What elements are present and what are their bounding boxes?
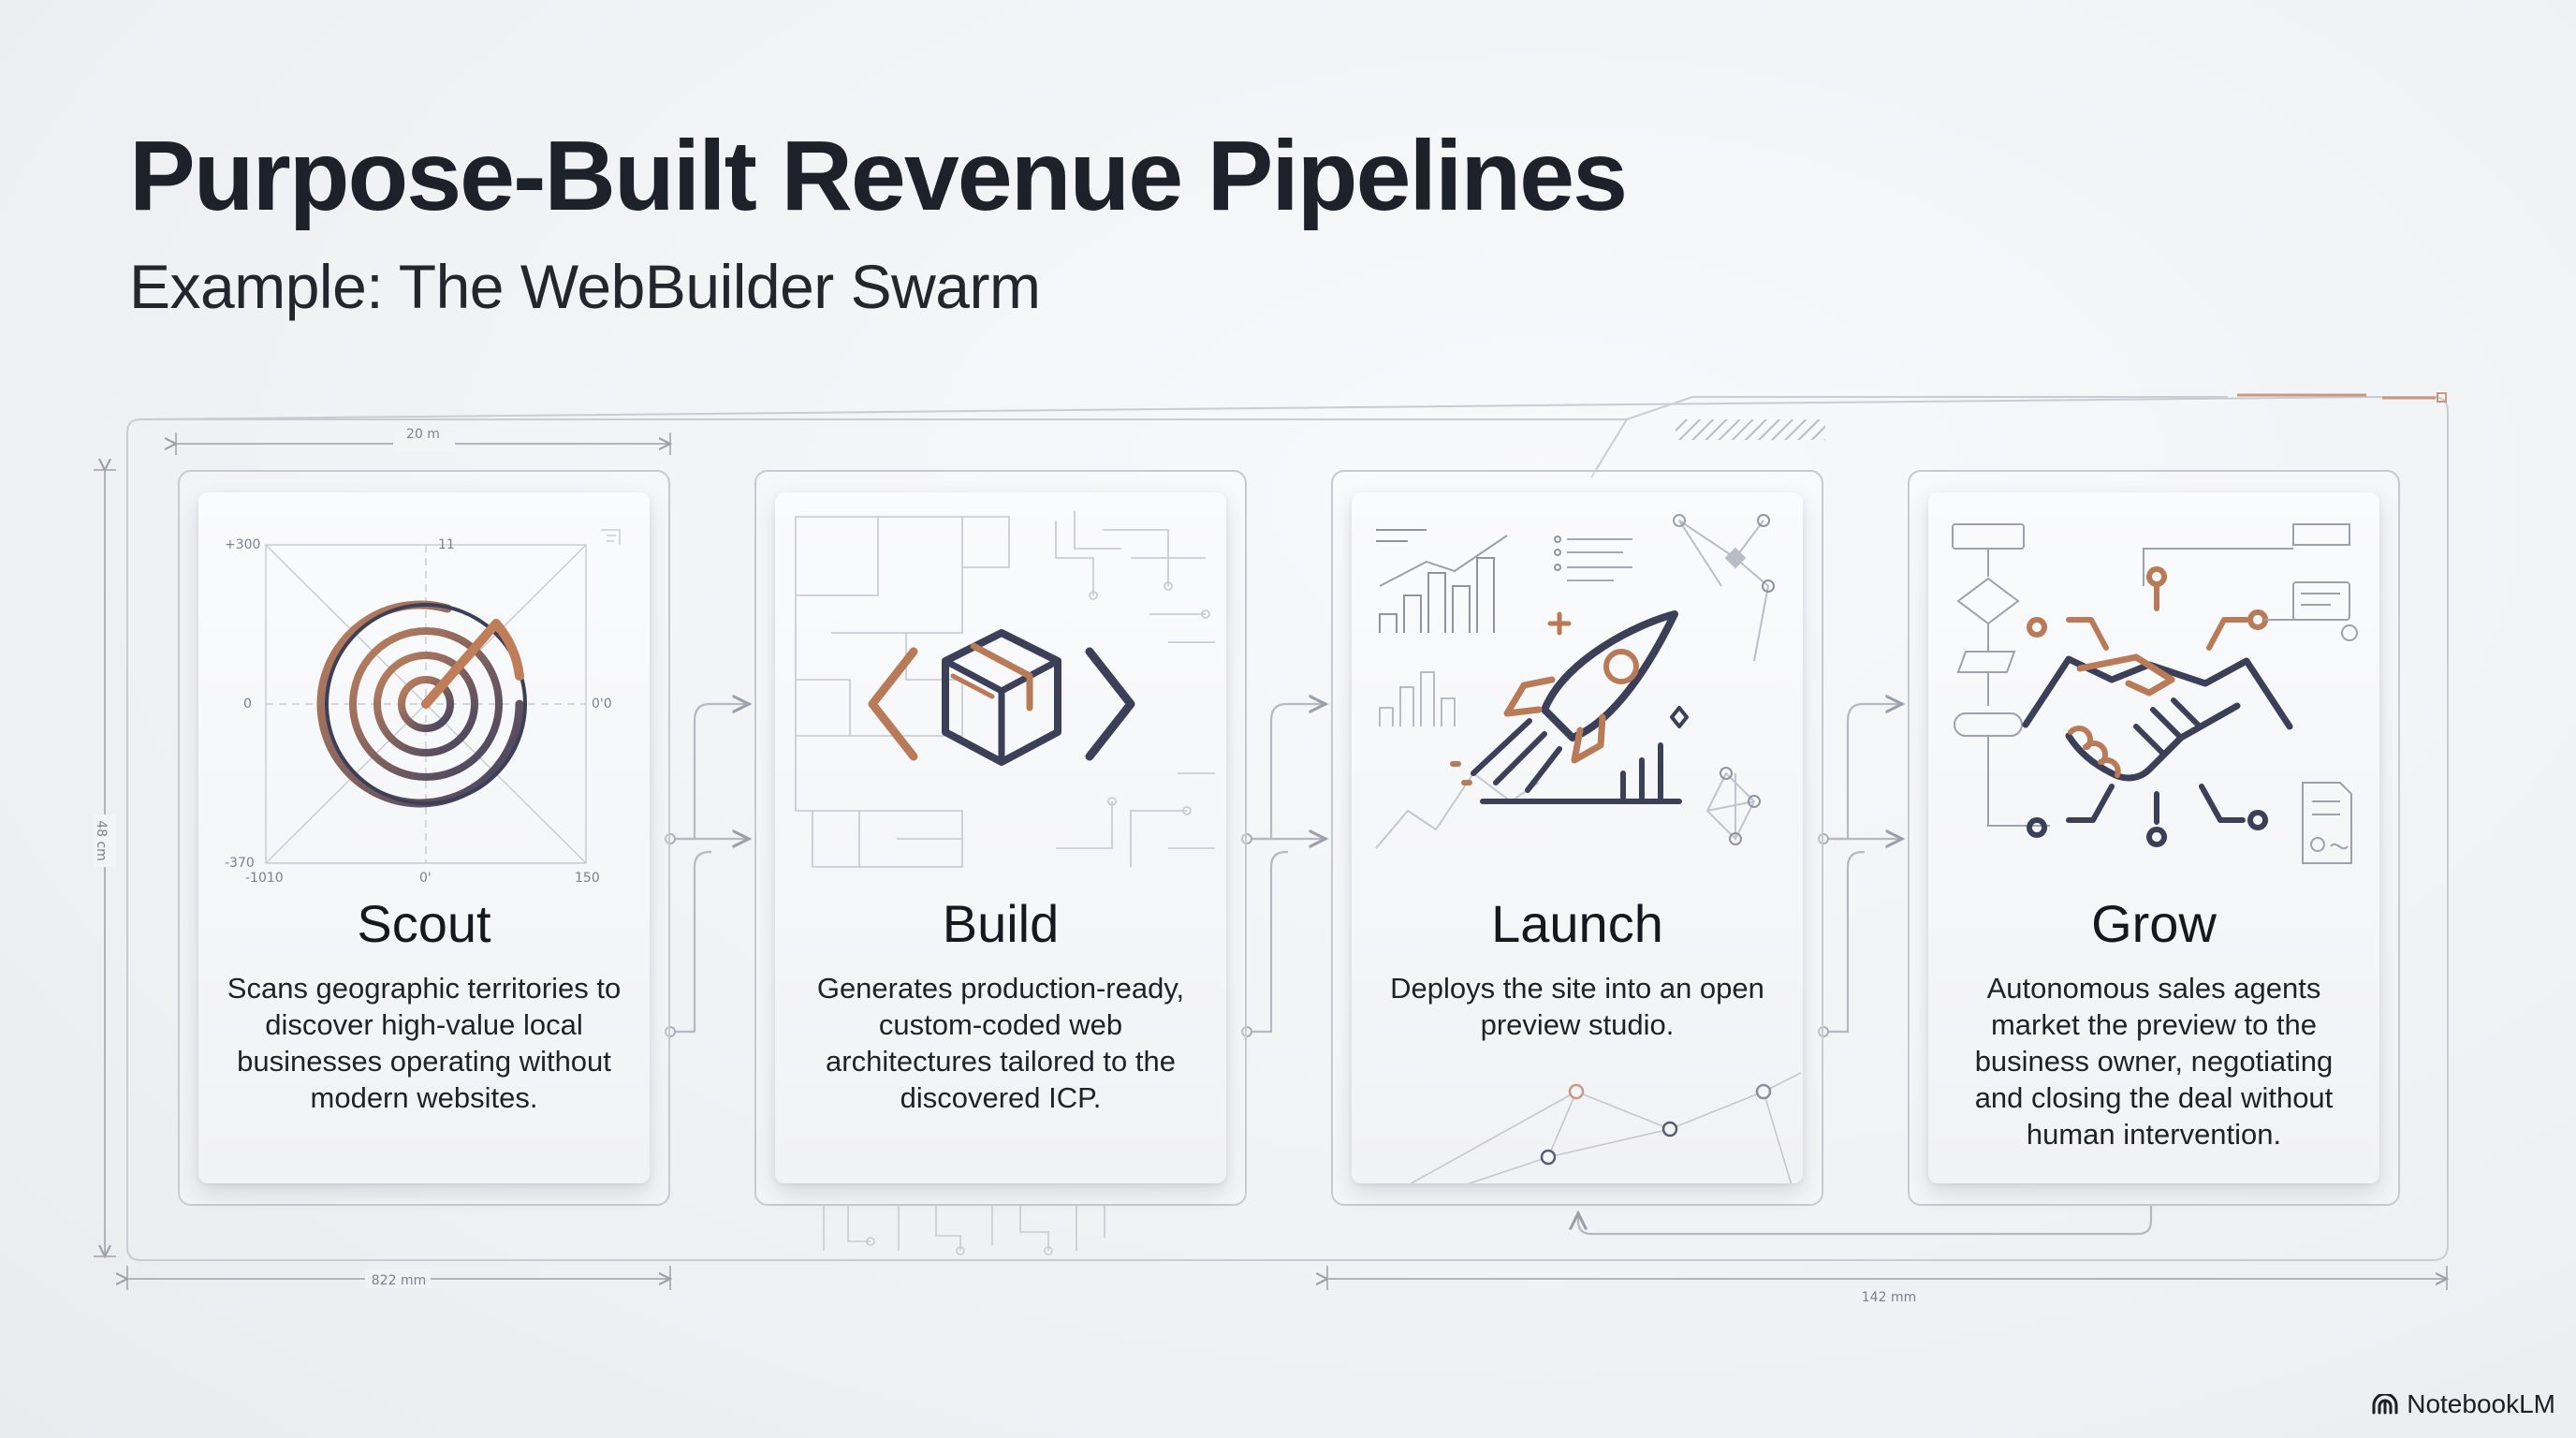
scout-axis-right-mid: 0'0 bbox=[592, 697, 612, 712]
build-illustration bbox=[795, 511, 1215, 868]
stage-desc-launch: Deploys the site into an open preview st… bbox=[1390, 972, 1764, 1041]
stage-card-launch: Launch Deploys the site into an open pre… bbox=[1331, 470, 1823, 1206]
stage-desc-grow: Autonomous sales agents market the previ… bbox=[1974, 972, 2334, 1151]
launch-illustration bbox=[1375, 514, 1775, 849]
stage-title-grow: Grow bbox=[2091, 894, 2217, 953]
stage-title-build: Build bbox=[942, 894, 1060, 953]
stage-card-scout: +300 0 -370 -1010 0' 150 0'0 11 Scout Sc… bbox=[178, 470, 670, 1206]
scout-axis-y-bottom: -370 bbox=[225, 856, 255, 871]
radar-target-icon bbox=[316, 600, 527, 808]
dimension-left: 48 cm bbox=[94, 820, 109, 861]
scout-axis-y-top: +300 bbox=[225, 537, 260, 552]
scout-axis-top-mark: 11 bbox=[438, 537, 455, 552]
stage-title-scout: Scout bbox=[357, 894, 491, 953]
stage-desc-scout: Scans geographic territories to discover… bbox=[227, 972, 622, 1114]
page-title: Purpose-Built Revenue Pipelines bbox=[129, 121, 1628, 231]
dimension-bottom-left: 822 mm bbox=[372, 1273, 426, 1288]
rocket-icon bbox=[1450, 610, 1689, 804]
scout-axis-x-mid: 0' bbox=[419, 871, 432, 886]
scout-axis-x-left: -1010 bbox=[245, 871, 284, 886]
stage-title-launch: Launch bbox=[1491, 894, 1663, 953]
stage-card-build: Build Generates production-ready, custom… bbox=[754, 470, 1247, 1206]
scout-illustration: +300 0 -370 -1010 0' 150 0'0 11 bbox=[225, 529, 621, 886]
dimension-top: 20 m bbox=[406, 427, 440, 442]
launch-network-decoration bbox=[1409, 1072, 1802, 1183]
stage-desc-build: Generates production-ready, custom-coded… bbox=[816, 972, 1185, 1114]
brand-name: NotebookLM bbox=[2407, 1389, 2555, 1418]
grow-illustration bbox=[1952, 523, 2358, 864]
brand-watermark: NotebookLM bbox=[2371, 1389, 2555, 1419]
notebooklm-logo-icon bbox=[2372, 1394, 2398, 1415]
scout-axis-x-right: 150 bbox=[575, 871, 600, 886]
scout-axis-y-mid: 0 bbox=[243, 697, 252, 712]
handshake-icon bbox=[2022, 566, 2313, 847]
code-cube-icon bbox=[868, 629, 1135, 766]
page-subtitle: Example: The WebBuilder Swarm bbox=[129, 252, 1041, 321]
stage-card-grow: Grow Autonomous sales agents market the … bbox=[1908, 470, 2400, 1206]
dimension-bottom-right: 142 mm bbox=[1862, 1290, 1916, 1305]
